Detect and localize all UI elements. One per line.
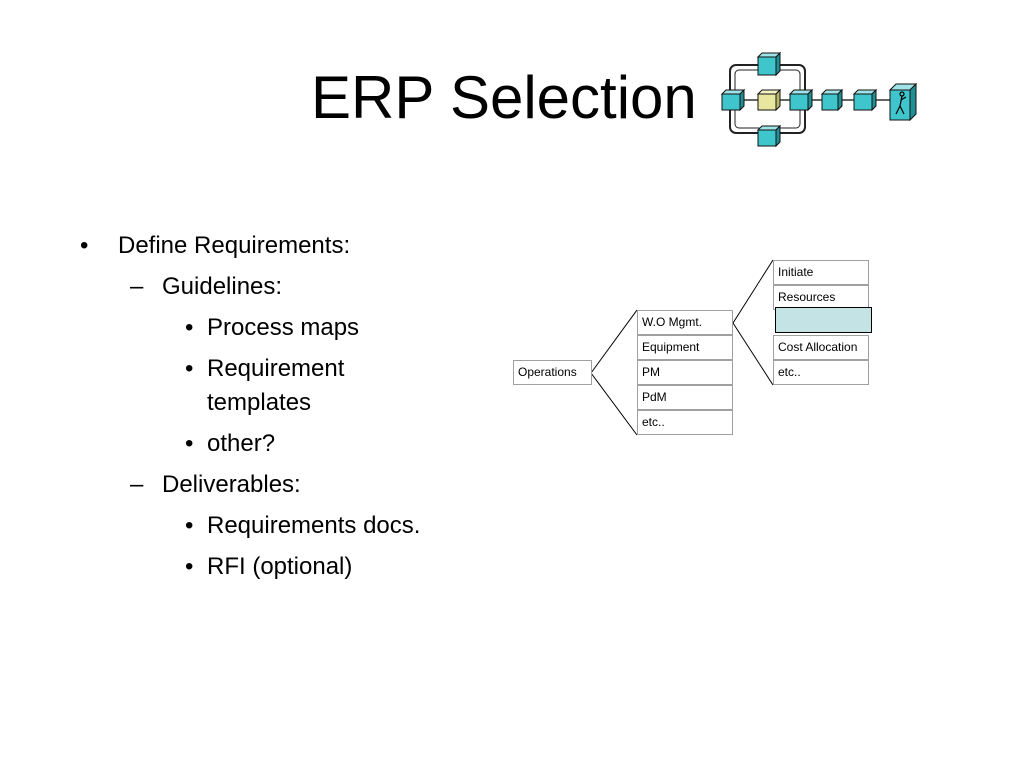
bullet-other: other?: [207, 430, 276, 457]
bullet-marker: •: [185, 512, 194, 539]
bullet-marker: •: [185, 553, 194, 580]
tree-node-level1: PM: [637, 360, 733, 385]
tree-node-level1: PdM: [637, 385, 733, 410]
bullet-define-requirements: Define Requirements:: [118, 232, 351, 259]
bullet-process-maps: Process maps: [207, 314, 360, 341]
tree-node-level2: etc..: [773, 360, 869, 385]
dash-marker: –: [130, 471, 144, 498]
bullet-marker: •: [80, 232, 89, 259]
bullet-marker: •: [185, 430, 194, 457]
tree-node-level2: Initiate: [773, 260, 869, 285]
bullet-marker: •: [185, 314, 194, 341]
bullet-requirements-docs: Requirements docs.: [207, 512, 421, 539]
slide-title: ERP Selection: [311, 64, 697, 131]
bullet-marker: •: [185, 355, 194, 382]
dash-marker: –: [130, 273, 144, 300]
tree-node-level1: etc..: [637, 410, 733, 435]
bullet-deliverables: Deliverables:: [162, 471, 301, 498]
bullet-rfi: RFI (optional): [207, 553, 353, 580]
process-flow-icon: [720, 51, 918, 148]
tree-node-level2: Cost Allocation: [773, 335, 869, 360]
bullet-requirement-templates-line2: templates: [207, 389, 312, 416]
tree-node-level2: Resources: [773, 285, 869, 310]
bullet-requirement-templates-line1: Requirement: [207, 355, 345, 382]
tree-node-level1: Equipment: [637, 335, 733, 360]
tree-node-level1: W.O Mgmt.: [637, 310, 733, 335]
bullet-list: • Define Requirements: – Guidelines: • P…: [0, 0, 500, 600]
tree-node-root: Operations: [513, 360, 592, 385]
tree-node-highlighted: [775, 307, 872, 333]
bullet-guidelines: Guidelines:: [162, 273, 283, 300]
